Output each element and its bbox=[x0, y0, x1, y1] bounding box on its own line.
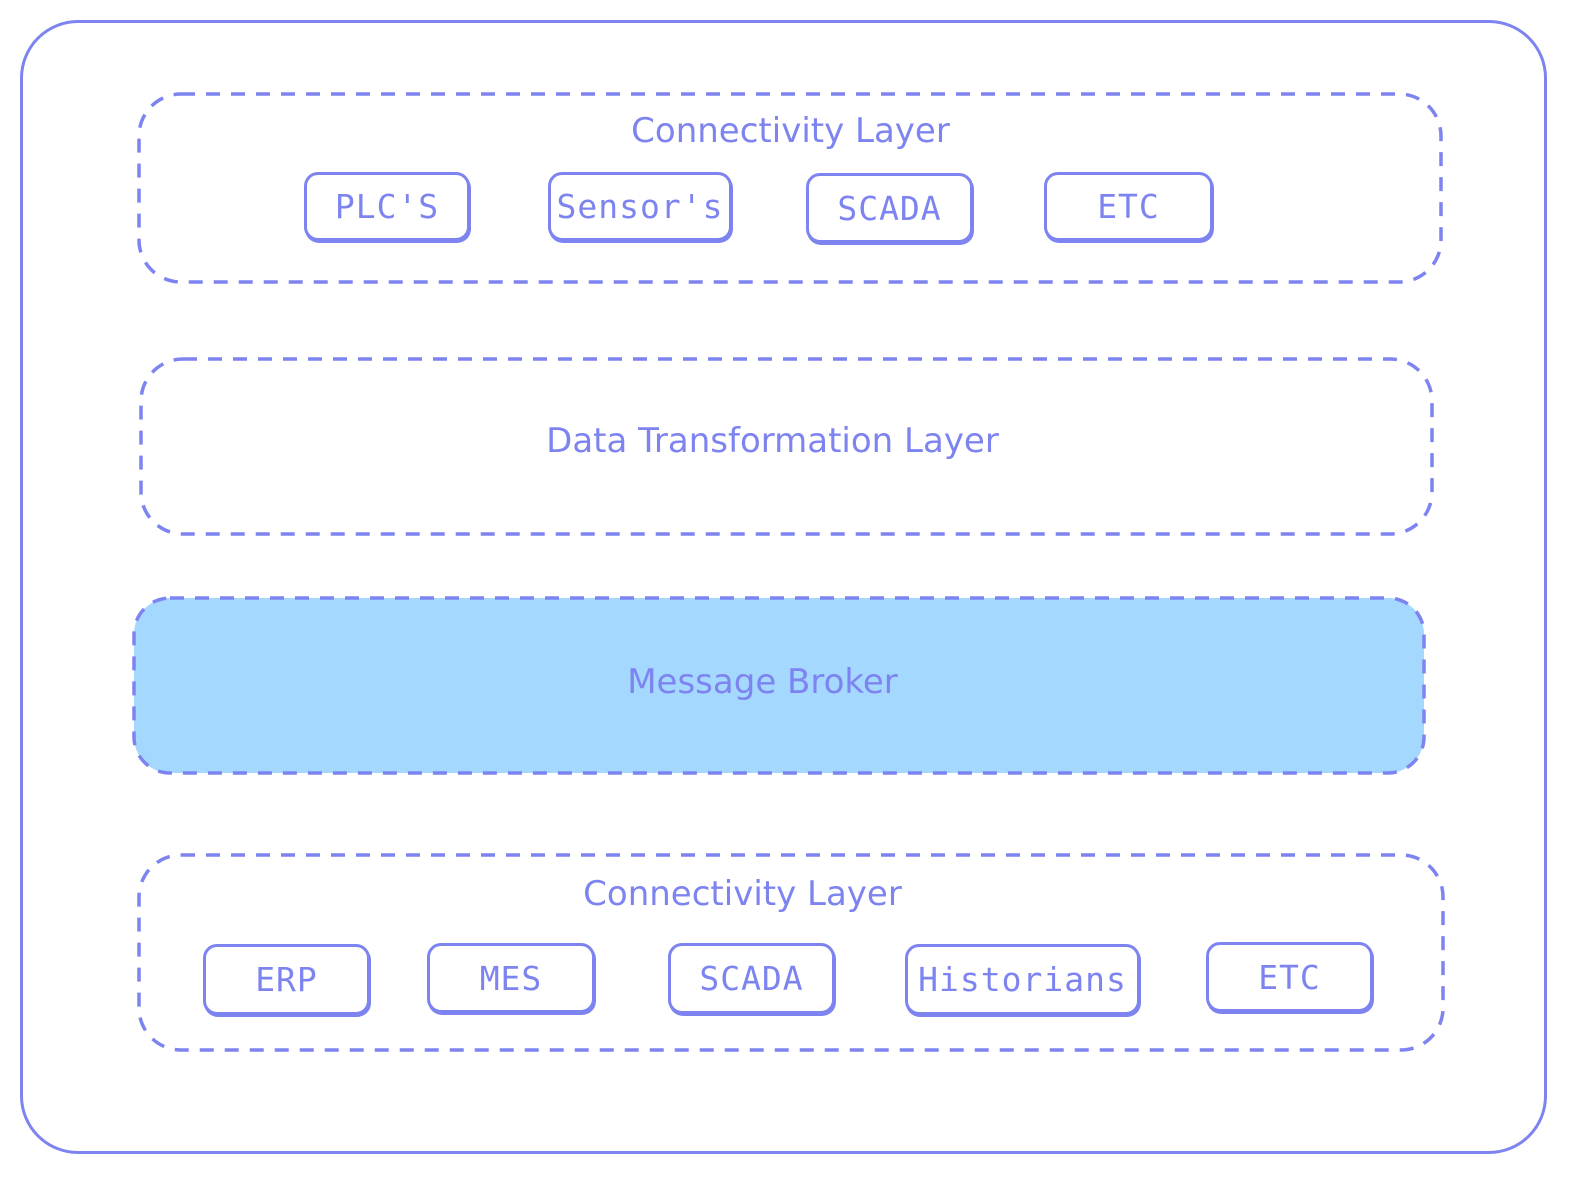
sensors-chip: Sensor's bbox=[548, 172, 732, 241]
message-broker-title: Message Broker bbox=[627, 662, 898, 702]
etc-bottom-chip: ETC bbox=[1206, 942, 1373, 1012]
top-connectivity-layer-title: Connectivity Layer bbox=[631, 111, 950, 151]
bottom-connectivity-layer-title: Connectivity Layer bbox=[583, 874, 902, 914]
data-transformation-layer-title: Data Transformation Layer bbox=[546, 421, 999, 461]
top-connectivity-layer-box bbox=[137, 92, 1443, 284]
erp-chip: ERP bbox=[203, 944, 370, 1015]
scada-bottom-chip: SCADA bbox=[668, 943, 835, 1014]
mes-chip: MES bbox=[427, 943, 595, 1013]
outer-frame bbox=[20, 20, 1547, 1154]
scada-top-chip: SCADA bbox=[806, 173, 973, 243]
etc-top-chip: ETC bbox=[1044, 172, 1213, 241]
message-broker-box bbox=[132, 596, 1426, 775]
bottom-connectivity-layer-box bbox=[137, 853, 1445, 1052]
data-transformation-layer-box bbox=[139, 357, 1434, 536]
plcs-chip: PLC'S bbox=[304, 172, 470, 241]
historians-chip: Historians bbox=[905, 944, 1140, 1015]
